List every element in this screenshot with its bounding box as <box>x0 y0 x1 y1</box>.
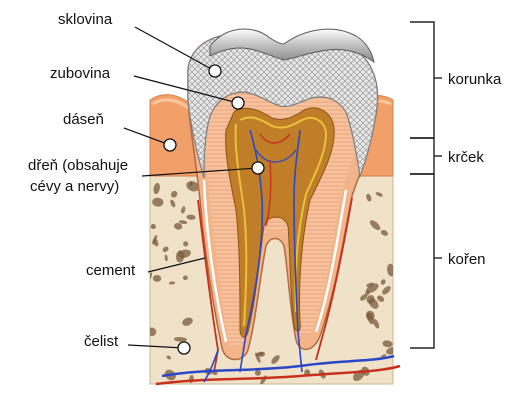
label-celist: čelist <box>84 333 119 350</box>
label-cement: cement <box>86 262 136 279</box>
region-koren: kořen <box>448 251 486 268</box>
label-dren-line2: cévy a nervy) <box>30 178 119 195</box>
region-brackets <box>410 22 442 348</box>
label-dren-line1: dřeň (obsahuje <box>28 157 128 174</box>
marker-gum <box>164 139 176 151</box>
label-dasen: dáseň <box>63 111 104 128</box>
marker-dentin <box>232 97 244 109</box>
marker-enamel <box>209 65 221 77</box>
marker-jaw <box>178 342 190 354</box>
region-krcek: krček <box>448 149 484 166</box>
label-sklovina: sklovina <box>58 11 113 28</box>
marker-pulp <box>252 162 264 174</box>
region-korunka: korunka <box>448 71 502 88</box>
label-zubovina: zubovina <box>50 65 111 82</box>
